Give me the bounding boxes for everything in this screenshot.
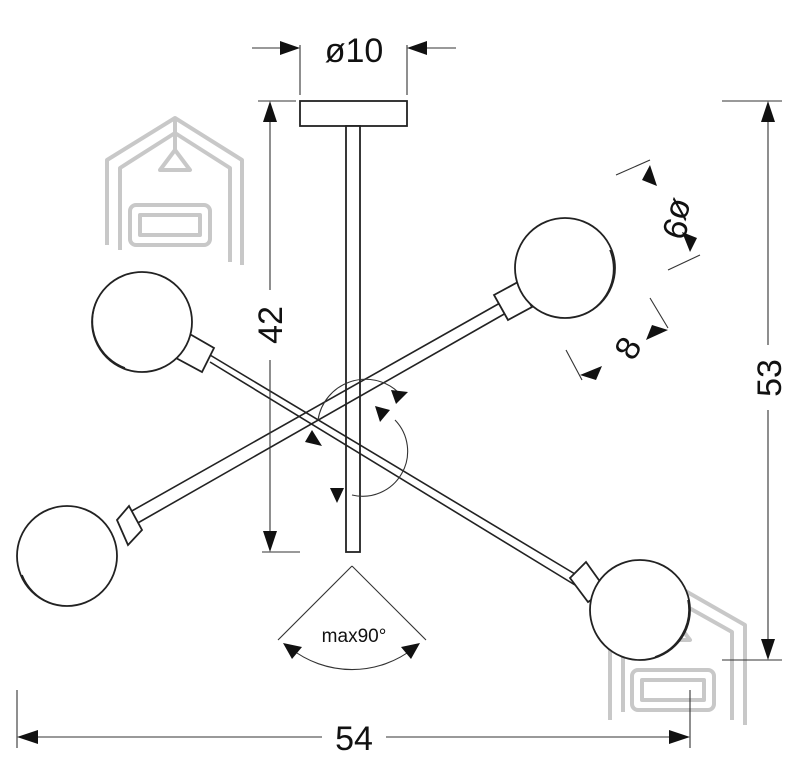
globe-lower-left [16, 505, 118, 607]
house-sofa-watermark-icon [105, 116, 244, 265]
dimension-canopy-diameter: ø10 [252, 32, 456, 95]
canopy-diameter-label: ø10 [325, 32, 384, 70]
stem-height-label: 42 [252, 306, 290, 344]
socket-length-label: 8 [607, 331, 649, 366]
globe-upper-left [91, 271, 193, 373]
socket-lower-left [115, 504, 144, 547]
globe-diameter-label: ø9 [654, 194, 703, 244]
total-height-label: 53 [751, 359, 789, 397]
center-stem [345, 125, 361, 553]
rotation-indicator [305, 378, 409, 503]
dimension-globe-diameter: ø9 [615, 159, 703, 271]
globe-lower-right [589, 559, 691, 661]
dimension-total-width: 54 [16, 690, 691, 758]
total-width-label: 54 [335, 720, 373, 758]
tilt-angle-label: max90° [322, 626, 387, 647]
arm-a [204, 351, 581, 586]
dimension-tilt-angle: max90° [277, 565, 427, 671]
arm-b [129, 302, 507, 525]
dimension-stem-height: 42 [252, 100, 300, 553]
dimension-total-height: 53 [722, 100, 789, 661]
ceiling-canopy [299, 100, 408, 127]
globe-upper-right [514, 217, 616, 319]
